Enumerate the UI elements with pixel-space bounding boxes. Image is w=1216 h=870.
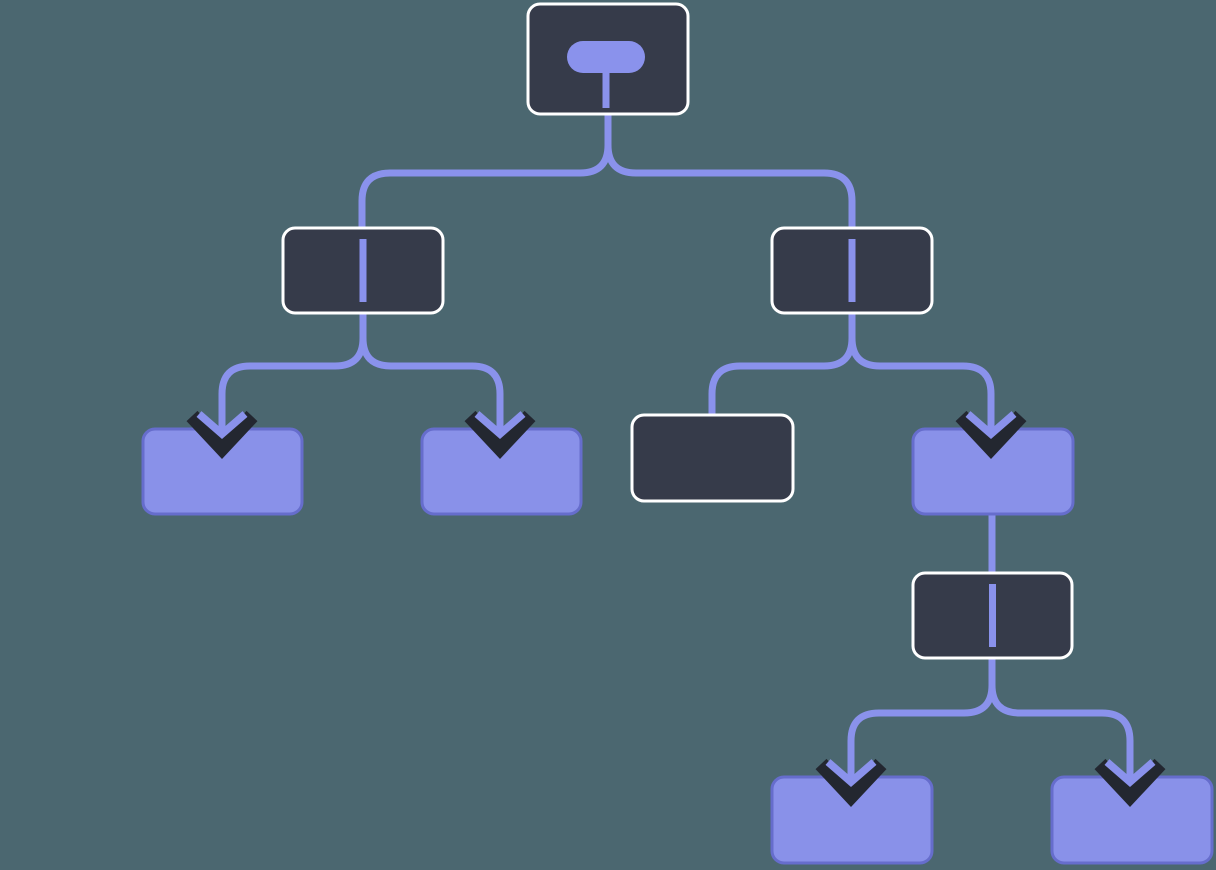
node-root[interactable] (526, 2, 690, 116)
arrow-shadow-chevron-icon (955, 410, 1027, 459)
node-layer (141, 2, 1214, 865)
arrow-shadow-chevron-icon (1094, 758, 1166, 807)
root-pill-stem (602, 68, 610, 108)
node-leaf-dark[interactable] (630, 413, 795, 503)
arrow-shadow-chevron-icon (186, 410, 258, 459)
root-pill-icon (567, 41, 645, 73)
connector-branch-left-to-leaf-b (359, 313, 504, 423)
arrow-shadow-chevron-icon (815, 758, 887, 807)
connector-branch-bottom-to-leaf-c (847, 658, 996, 771)
node-body-leaf-dark[interactable] (630, 413, 795, 503)
connector-layer (218, 112, 1134, 771)
arrow-marker-leaf-c (815, 743, 887, 807)
arrow-head-icon (474, 411, 526, 439)
connector-branch-left-to-leaf-a (218, 313, 367, 423)
arrow-marker-leaf-a (186, 395, 258, 459)
arrow-head-icon (196, 411, 248, 439)
node-branch-right[interactable] (770, 226, 934, 315)
arrow-layer (186, 395, 1166, 807)
arrow-head-icon (1104, 759, 1156, 787)
arrow-marker-mid-purple (955, 395, 1027, 459)
arrow-head-icon (825, 759, 877, 787)
connector-root-to-branch-left (358, 112, 612, 228)
connector-branch-bottom-to-leaf-d (988, 658, 1134, 771)
node-branch-left[interactable] (281, 226, 445, 315)
arrow-marker-leaf-d (1094, 743, 1166, 807)
arrow-head-icon (965, 411, 1017, 439)
connector-branch-right-to-mid (848, 313, 995, 423)
arrow-marker-leaf-b (464, 395, 536, 459)
connector-root-to-branch-right (604, 112, 856, 228)
connector-branch-right-to-leaf-dark (708, 313, 856, 415)
node-branch-bottom[interactable] (911, 571, 1074, 660)
arrow-shadow-chevron-icon (464, 410, 536, 459)
